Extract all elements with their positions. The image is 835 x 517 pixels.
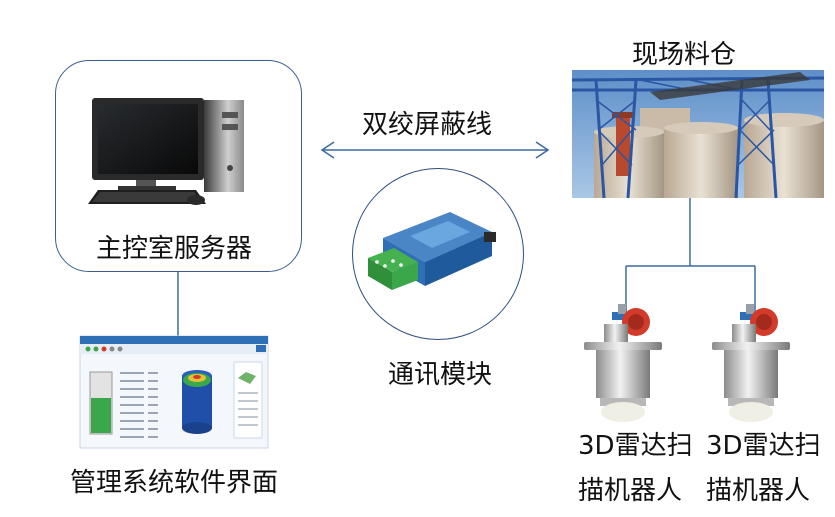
site-label: 现场料仓 xyxy=(632,40,737,70)
server-box xyxy=(55,60,302,272)
module-circle xyxy=(352,168,524,340)
server-label: 主控室服务器 xyxy=(96,234,253,264)
cable-label: 双绞屏蔽线 xyxy=(362,110,493,140)
software-label: 管理系统软件界面 xyxy=(70,468,279,498)
robot-a-label-line1: 3D雷达扫 xyxy=(578,431,693,461)
module-label: 通讯模块 xyxy=(388,360,493,390)
robot-a-label-line2: 描机器人 xyxy=(578,476,683,506)
robot-b-label-line1: 3D雷达扫 xyxy=(706,431,821,461)
robot-b-label-line2: 描机器人 xyxy=(706,476,811,506)
cable-arrow-left-head xyxy=(320,141,335,159)
cable-arrow-right-head xyxy=(535,141,550,159)
